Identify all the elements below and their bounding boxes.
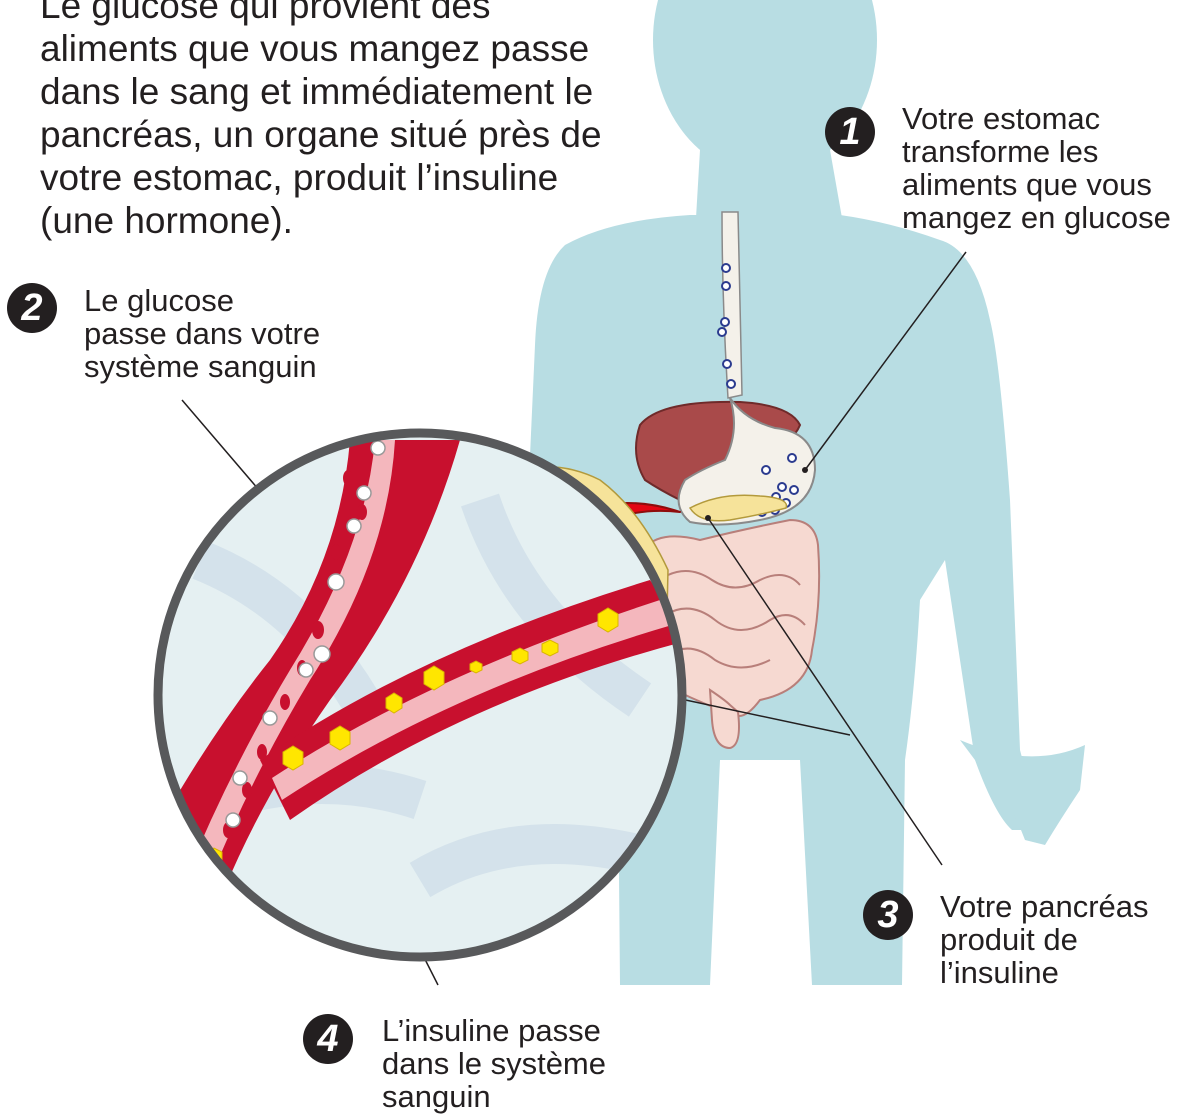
step-4-text: L’insuline passe dans le système sanguin	[382, 1014, 606, 1113]
step-1-text: Votre estomac transforme les aliments qu…	[902, 102, 1171, 234]
step-3-text: Votre pancréas produit de l’insuline	[940, 890, 1149, 989]
intro-paragraph: Le glucose qui provient des aliments que…	[40, 0, 620, 242]
step-2-badge: 2	[7, 283, 57, 333]
step-3-badge: 3	[863, 890, 913, 940]
step-1-badge: 1	[825, 107, 875, 157]
step-2-text: Le glucose passe dans votre système sang…	[84, 284, 320, 383]
magnified-view	[120, 433, 690, 957]
step-4-badge: 4	[303, 1014, 353, 1064]
